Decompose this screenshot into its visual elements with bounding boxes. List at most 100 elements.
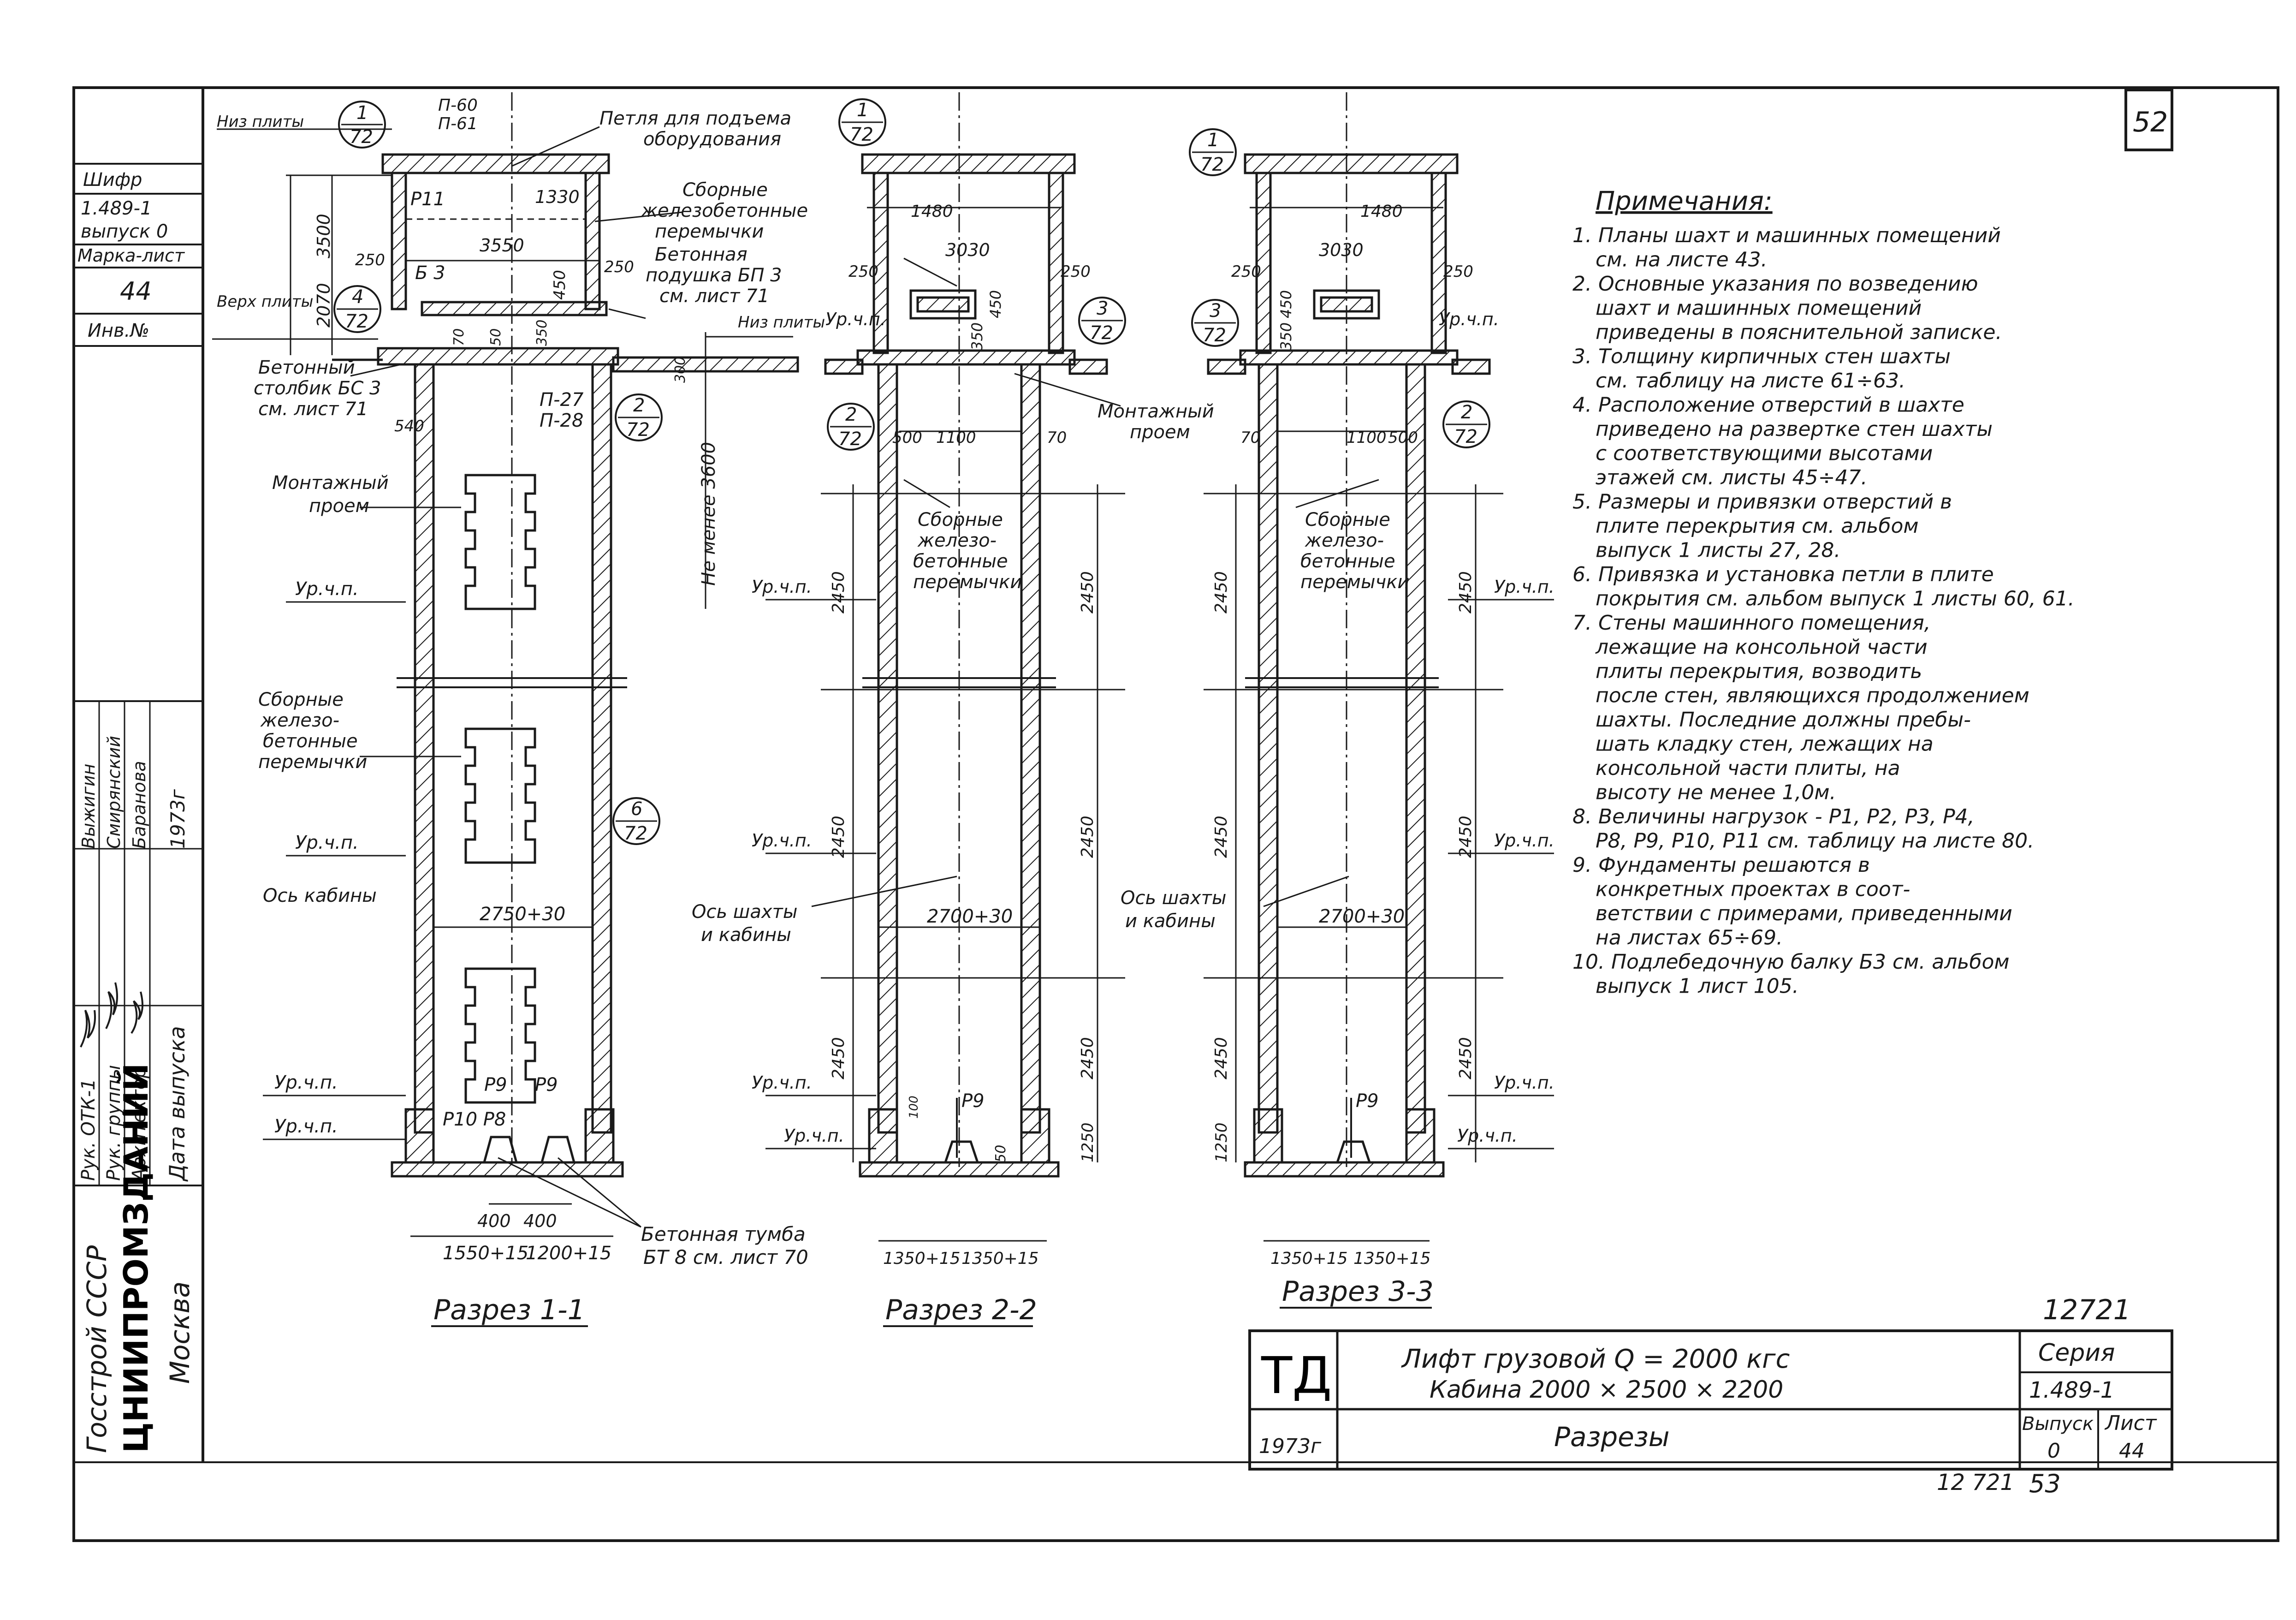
s1-callout-1: 1 72: [338, 101, 386, 149]
org-line-3: Москва: [164, 1281, 196, 1384]
svg-text:72: 72: [1090, 322, 1113, 344]
svg-text:2450: 2450: [1212, 1037, 1231, 1079]
s1-niz-pliti: Низ плиты: [217, 113, 304, 131]
signature-scribble-1: [80, 1010, 96, 1048]
seria-label: Серия: [2038, 1339, 2115, 1367]
note-line: 10. Подлебедочную балку Б3 см. альбом: [1572, 950, 2010, 974]
note-line: приведены в пояснительной записке.: [1596, 321, 2002, 344]
s2-sb4: перемычки: [913, 572, 1022, 593]
s2-title: Разрез 2-2: [885, 1294, 1037, 1326]
note-line: 5. Размеры и привязки отверстий в: [1572, 490, 1952, 514]
note-line: этажей см. листы 45÷47.: [1596, 466, 1868, 489]
svg-text:400: 400: [477, 1211, 511, 1231]
svg-text:50: 50: [993, 1145, 1009, 1162]
s3-sb1: Сборные: [1305, 509, 1390, 530]
sign-name-3: Баранова: [129, 761, 149, 849]
svg-text:2450: 2450: [1456, 1037, 1475, 1079]
svg-text:2450: 2450: [829, 571, 848, 613]
note-line: выпуск 1 листы 27, 28.: [1596, 539, 1840, 562]
sign-role-1: Рук. ОТК-1: [78, 1078, 99, 1181]
s1-urchp-4: Ур.ч.п.: [274, 1116, 338, 1137]
signature-scribble-2: [105, 982, 118, 1029]
s3-callout-1: 1 72: [1189, 128, 1237, 176]
s2-montazh1: Монтажный: [1098, 401, 1214, 422]
org-line-2: ЦНИИПРОМЗДАНИЙ: [117, 1063, 155, 1453]
sign-role-3: Архитектор: [129, 1066, 150, 1182]
note-line: высоту не менее 1,0м.: [1596, 781, 1836, 804]
s1-callout-2: 2 72: [615, 393, 663, 441]
svg-text:3: 3: [1097, 298, 1108, 319]
svg-text:500: 500: [892, 429, 922, 447]
archive-page: 53: [2029, 1469, 2061, 1498]
svg-text:3550: 3550: [480, 235, 524, 256]
svg-text:1330: 1330: [535, 187, 580, 207]
sign-name-1: Выжигин: [78, 763, 99, 849]
s1-loop2: оборудования: [643, 129, 781, 150]
s1-title: Разрез 1-1: [433, 1294, 585, 1326]
svg-text:1350+15: 1350+15: [1270, 1249, 1348, 1268]
note-line: ветствии с примерами, приведенными: [1596, 902, 2012, 925]
svg-text:1250: 1250: [1212, 1122, 1231, 1162]
s3-title: Разрез 3-3: [1282, 1275, 1434, 1308]
svg-text:250: 250: [1231, 262, 1261, 281]
s1-wall-left: [414, 363, 435, 1134]
svg-text:3: 3: [1210, 300, 1221, 322]
note-line: на листах 65÷69.: [1596, 926, 1783, 950]
s1-p27: П-27: [540, 389, 584, 411]
note-line: см. таблицу на листе 61÷63.: [1596, 369, 1905, 393]
section-1-1: 1 72 4 72 2 72 6 72 Низ плиты П-60 П-61 …: [212, 92, 825, 1327]
svg-text:350: 350: [1277, 322, 1295, 351]
s1-os-kab: Ось кабины: [263, 885, 377, 906]
s1-floor-slab: [377, 347, 619, 366]
archive-number-top: 12721: [2043, 1294, 2131, 1326]
s1-urchp-3: Ур.ч.п.: [274, 1072, 338, 1093]
org-line-1: Госстрой СССР: [81, 1245, 113, 1453]
s2-urchp-1: Ур.ч.п.: [752, 577, 812, 597]
note-line: после стен, являющихся продолжением: [1596, 684, 2029, 708]
s1-podushka1: Бетонная: [655, 244, 748, 265]
section-2-2: 1 72 3 72 2 72 Ур.ч.п. Ур.ч.п. Ур.ч.п. У…: [692, 92, 1214, 1327]
section-3-3: 1 72 3 72 2 72 Ур.ч.п. Ур.ч.п. Ур.ч.п. У…: [1121, 92, 1554, 1309]
svg-text:250: 250: [1061, 262, 1091, 281]
s1-opening-3: [464, 967, 536, 1104]
svg-text:540: 540: [394, 417, 424, 435]
svg-text:250: 250: [848, 262, 878, 281]
svg-text:4: 4: [352, 286, 363, 308]
svg-text:2450: 2450: [1078, 571, 1097, 613]
s1-p28: П-28: [540, 410, 583, 431]
svg-text:1480: 1480: [911, 202, 953, 221]
svg-text:1480: 1480: [1360, 202, 1403, 221]
note-line: P8, P9, P10, P11 см. таблицу на листе 80…: [1596, 829, 2034, 853]
svg-text:250: 250: [604, 258, 634, 276]
seria-value: 1.489-1: [2029, 1377, 2114, 1403]
s3-urchp-0: Ур.ч.п.: [1439, 309, 1499, 329]
stamp-marka-list-label: Марка-лист: [77, 245, 185, 266]
s1-podushka3: см. лист 71: [659, 286, 769, 307]
note-line: лежащие на консольной части: [1595, 636, 1928, 659]
list-value: 44: [2119, 1439, 2145, 1463]
s3-wall-right: [1405, 363, 1426, 1134]
s3-wall-left: [1258, 363, 1279, 1134]
s2-os2: и кабины: [701, 924, 791, 946]
notes-title: Примечания:: [1596, 186, 1773, 216]
svg-text:70: 70: [1047, 429, 1067, 447]
s1-ne-menee: Не менее 3600: [698, 442, 719, 586]
svg-text:1: 1: [857, 100, 868, 121]
s1-p9-a: P9: [484, 1074, 507, 1096]
s2-p9: P9: [961, 1090, 985, 1112]
s2-callout-2: 2 72: [827, 403, 875, 451]
svg-text:2: 2: [1461, 402, 1472, 423]
title-logo: ТД: [1261, 1346, 1332, 1405]
s1-montazh1: Монтажный: [272, 472, 389, 494]
s1-wall-right: [591, 363, 612, 1134]
svg-text:70: 70: [451, 328, 467, 346]
s1-urchp-1: Ур.ч.п.: [295, 578, 359, 600]
note-line: 4. Расположение отверстий в шахте: [1572, 393, 1964, 417]
note-line: выпуск 1 лист 105.: [1596, 975, 1799, 998]
note-line: покрытия см. альбом выпуск 1 листы 60, 6…: [1596, 587, 2075, 611]
svg-text:2: 2: [633, 395, 645, 416]
svg-text:2700+30: 2700+30: [1319, 906, 1405, 927]
svg-text:450: 450: [1277, 290, 1295, 318]
note-line: шахт и машинных помещений: [1596, 297, 1922, 320]
s1-opening-1: [464, 474, 536, 610]
